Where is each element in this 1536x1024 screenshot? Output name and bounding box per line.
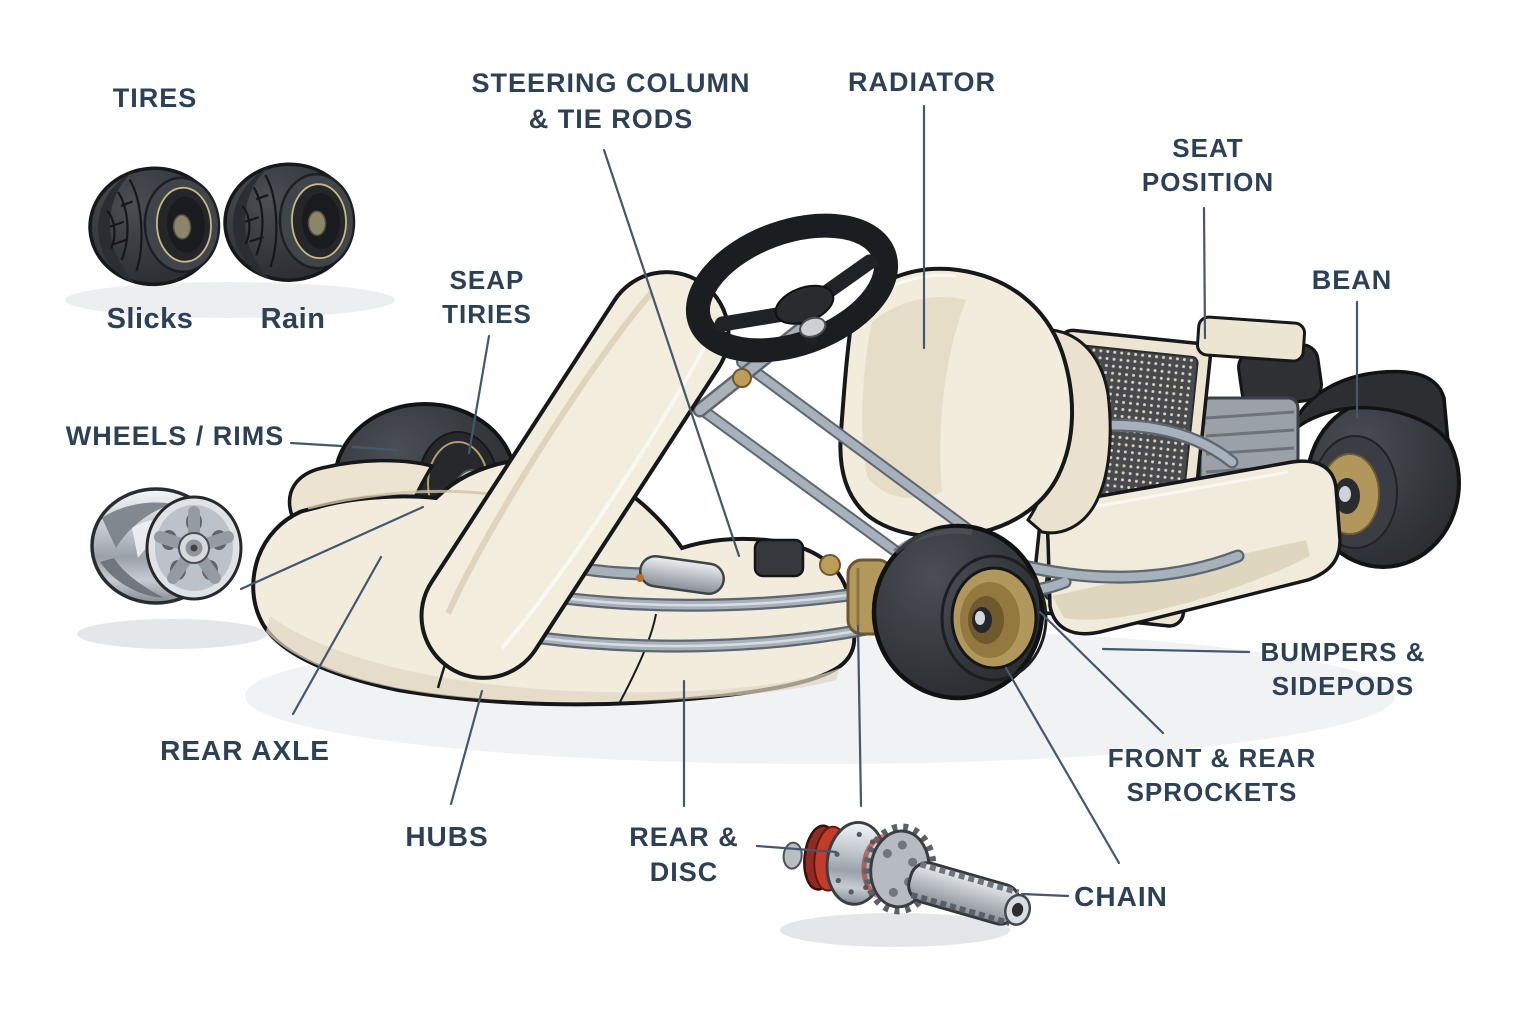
label-seap-tiries-line2: TIRIES (442, 299, 532, 329)
label-tires: TIRES (112, 83, 198, 113)
seat (838, 266, 1112, 539)
label-rear-axle: REAR AXLE (160, 735, 330, 766)
rear-fender (1289, 369, 1450, 444)
leader-rim-to-wheel (239, 505, 425, 591)
label-front-rear-sprockets-line1: FRONT & REAR (1107, 743, 1317, 773)
label-steering-column: STEERING COLUMN & TIE RODS (471, 65, 750, 137)
slick-tire-illustration (88, 166, 221, 287)
leader-rear-axle (291, 555, 383, 716)
leader-wheels-rims (289, 441, 398, 452)
label-hubs: HUBS (405, 821, 489, 852)
label-seap-tiries: SEAP TIRIES (442, 263, 532, 331)
label-front-rear-sprockets-line2: SPROCKETS (1126, 777, 1298, 807)
label-steering-column-line2: & TIE RODS (528, 104, 694, 134)
label-bumpers-sidepods: BUMPERS & SIDEPODS (1260, 635, 1425, 703)
label-rear-disc-line2: DISC (649, 857, 719, 887)
label-rear-disc: REAR & DISC (629, 820, 739, 890)
label-slicks: Slicks (106, 303, 194, 335)
rear-right-wheel (1289, 369, 1461, 569)
leader-bumpers (1101, 647, 1251, 654)
leader-chain-diagonal (1004, 666, 1121, 865)
label-seap-tiries-line1: SEAP (449, 265, 525, 295)
sidepod (1046, 459, 1342, 636)
leader-seat-position (1202, 206, 1207, 340)
leader-hubs (449, 689, 484, 806)
label-bumpers-sidepods-line1: BUMPERS & (1260, 637, 1426, 667)
axle-assembly-illustration (782, 820, 1032, 927)
label-rear-disc-line1: REAR & (629, 822, 739, 852)
radiator-cap (1195, 315, 1307, 363)
leader-rear-disc-horizontal (755, 844, 838, 854)
label-chain: CHAIN (1074, 881, 1168, 912)
leader-hub-to-axle (856, 624, 863, 808)
label-seat-position: SEAT POSITION (1142, 131, 1274, 199)
leader-chain-horizontal (1020, 892, 1070, 898)
label-wheels-rims: WHEELS / RIMS (65, 421, 285, 451)
steering-wheel (685, 213, 899, 363)
label-steering-column-line1: STEERING COLUMN (471, 68, 751, 98)
go-kart-illustration (251, 213, 1461, 707)
leader-seap-tiries (467, 334, 491, 455)
leader-lines (239, 104, 1359, 898)
label-bean: BEAN (1311, 265, 1393, 295)
label-rain: Rain (260, 303, 326, 335)
leader-steering-column (602, 148, 741, 558)
label-seat-position-line1: SEAT (1172, 133, 1244, 163)
leader-sprockets (1038, 610, 1165, 735)
rain-tire-illustration (223, 162, 356, 282)
label-bumpers-sidepods-line2: SIDEPODS (1271, 671, 1415, 701)
label-seat-position-line2: POSITION (1141, 167, 1275, 197)
rear-wheel (846, 523, 1048, 701)
wheel-rim-illustration (90, 487, 243, 605)
label-front-rear-sprockets: FRONT & REAR SPROCKETS (1108, 741, 1316, 809)
label-radiator: RADIATOR (848, 67, 996, 97)
